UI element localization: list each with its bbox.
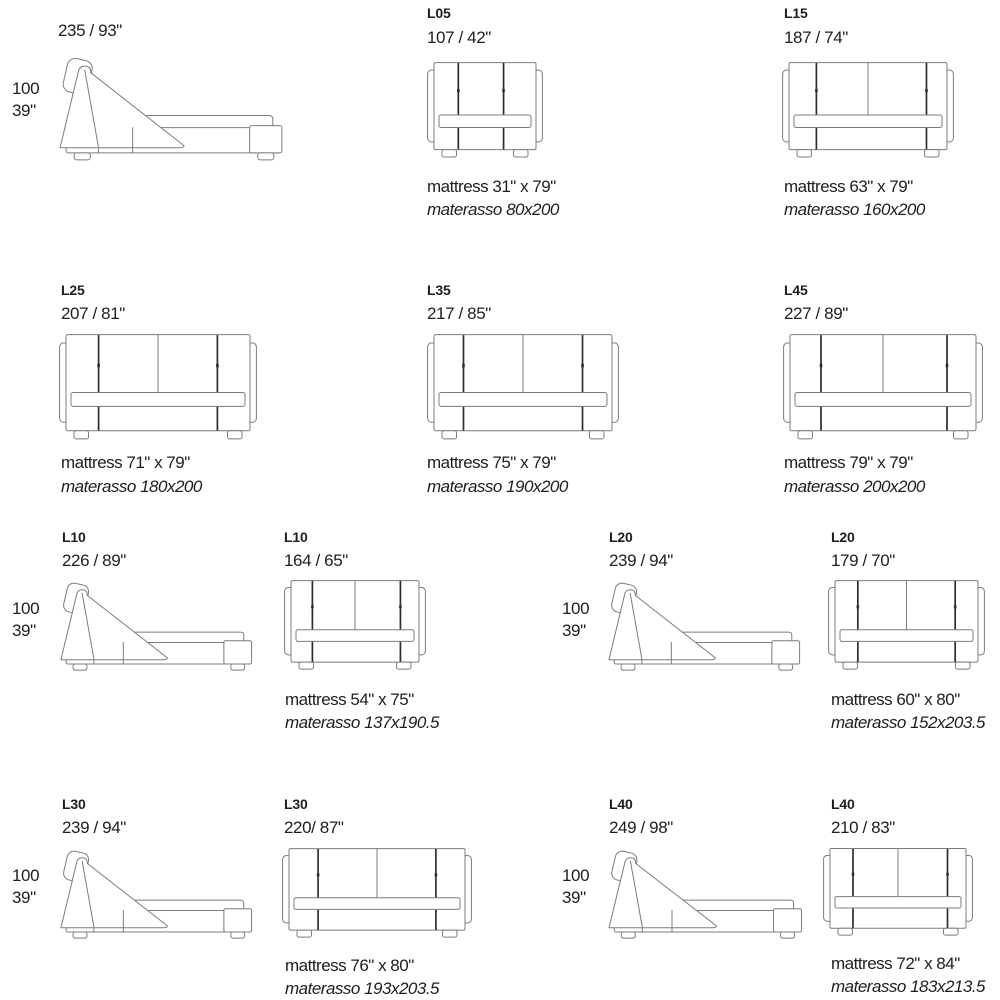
materasso-size-label: materasso 152x203.5	[831, 713, 986, 732]
height-cm: 100	[562, 866, 590, 885]
dimension-label: 107 / 42"	[427, 28, 491, 47]
materasso-size-label: materasso 200x200	[784, 477, 925, 496]
dimension-label: 235 / 93"	[58, 21, 122, 40]
dimension-label: 239 / 94"	[609, 551, 673, 570]
model-label: L40	[609, 796, 633, 812]
model-label: L25	[61, 282, 85, 298]
height-cm: 100	[12, 79, 40, 98]
bed-side-view-drawing	[54, 850, 262, 945]
dimension-label: 239 / 94"	[62, 818, 126, 837]
bed-side-view-drawing	[602, 582, 810, 677]
mattress-size-label: mattress 63" x 79"	[784, 177, 913, 196]
dimension-label: 179 / 70"	[831, 551, 895, 570]
height-in: 39"	[562, 888, 586, 907]
mattress-size-label: mattress 72" x 84"	[831, 954, 960, 973]
model-label: L30	[284, 796, 308, 812]
bed-front-view-drawing	[427, 62, 543, 158]
height-label: 100 39"	[562, 598, 590, 642]
materasso-size-label: materasso 137x190.5	[285, 713, 440, 732]
dimension-label: 187 / 74"	[784, 28, 848, 47]
mattress-size-label: mattress 76" x 80"	[285, 956, 414, 975]
height-label: 100 39"	[12, 598, 40, 642]
model-label: L10	[284, 529, 308, 545]
mattress-size-label: mattress 71" x 79"	[61, 453, 190, 472]
materasso-size-label: materasso 80x200	[427, 200, 559, 219]
bed-front-view-drawing	[59, 334, 257, 440]
model-label: L40	[831, 796, 855, 812]
dimension-label: 217 / 85"	[427, 304, 491, 323]
dimension-label: 220/ 87"	[284, 818, 344, 837]
bed-front-view-drawing	[282, 848, 472, 938]
bed-front-view-drawing	[823, 848, 973, 936]
materasso-size-label: materasso 190x200	[427, 477, 568, 496]
bed-side-view-drawing	[52, 57, 294, 168]
dimension-label: 227 / 89"	[784, 304, 848, 323]
model-label: L10	[62, 529, 86, 545]
bed-front-view-drawing	[828, 580, 985, 670]
model-label: L05	[427, 5, 451, 21]
model-label: L30	[62, 796, 86, 812]
height-in: 39"	[12, 621, 36, 640]
model-label: L20	[831, 529, 855, 545]
mattress-size-label: mattress 60" x 80"	[831, 690, 960, 709]
bed-front-view-drawing	[427, 334, 619, 440]
materasso-size-label: materasso 193x203.5	[285, 979, 440, 998]
model-label: L15	[784, 5, 808, 21]
dimension-label: 249 / 98"	[609, 818, 673, 837]
dimension-label: 226 / 89"	[62, 551, 126, 570]
dimension-label: 207 / 81"	[61, 304, 125, 323]
dimension-label: 210 / 83"	[831, 818, 895, 837]
model-label: L20	[609, 529, 633, 545]
dimension-label: 164 / 65"	[284, 551, 348, 570]
materasso-size-label: materasso 160x200	[784, 200, 925, 219]
mattress-size-label: mattress 75" x 79"	[427, 453, 556, 472]
bed-side-view-drawing	[602, 850, 812, 945]
bed-front-view-drawing	[284, 580, 426, 670]
bed-side-view-drawing	[54, 582, 262, 677]
height-cm: 100	[562, 599, 590, 618]
mattress-size-label: mattress 31" x 79"	[427, 177, 556, 196]
height-in: 39"	[12, 888, 36, 907]
height-cm: 100	[12, 866, 40, 885]
model-label: L45	[784, 282, 808, 298]
mattress-size-label: mattress 54" x 75"	[285, 690, 414, 709]
materasso-size-label: materasso 180x200	[61, 477, 202, 496]
bed-front-view-drawing	[782, 62, 954, 158]
height-label: 100 39"	[562, 865, 590, 909]
materasso-size-label: materasso 183x213.5	[831, 977, 986, 996]
height-in: 39"	[12, 101, 36, 120]
height-cm: 100	[12, 599, 40, 618]
model-label: L35	[427, 282, 451, 298]
height-in: 39"	[562, 621, 586, 640]
mattress-size-label: mattress 79" x 79"	[784, 453, 913, 472]
bed-front-view-drawing	[783, 334, 983, 440]
height-label: 100 39"	[12, 78, 40, 122]
height-label: 100 39"	[12, 865, 40, 909]
